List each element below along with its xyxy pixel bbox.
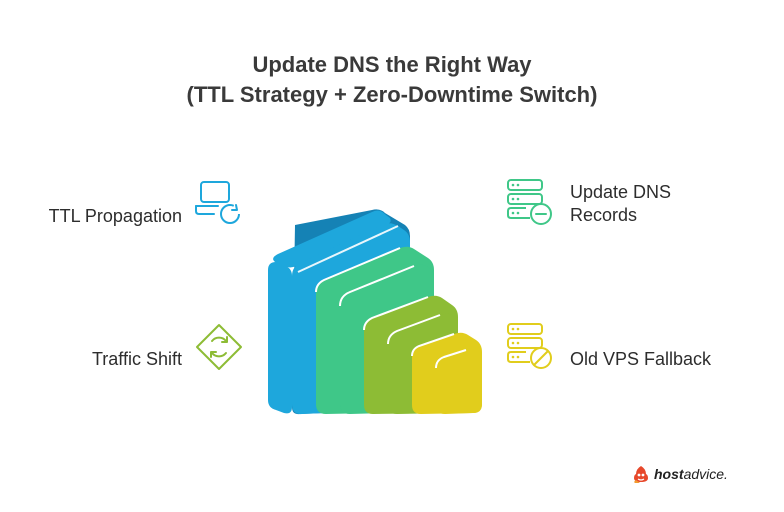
brand-logo: hostadvice. <box>632 462 728 486</box>
title-line-2: (TTL Strategy + Zero-Downtime Switch) <box>186 82 598 107</box>
laptop-refresh-icon <box>195 181 240 224</box>
brand-regular-text: advice. <box>683 466 728 482</box>
brand-bold-text: host <box>654 466 684 482</box>
label-update-dns-records: Update DNS Records <box>570 181 671 227</box>
yellow-block <box>411 332 482 414</box>
label-update-dns-line-2: Records <box>570 205 638 225</box>
page-title: Update DNS the Right Way (TTL Strategy +… <box>0 50 784 110</box>
label-ttl-propagation: TTL Propagation <box>48 206 182 226</box>
brand-wordmark: hostadvice. <box>654 466 728 482</box>
label-traffic-shift: Traffic Shift <box>91 349 182 369</box>
label-old-vps-fallback: Old VPS Fallback <box>570 349 712 369</box>
server-blocked-icon <box>507 323 552 369</box>
label-update-dns-line-1: Update DNS <box>570 182 672 202</box>
server-minus-icon <box>507 179 552 225</box>
title-line-1: Update DNS the Right Way <box>252 52 532 77</box>
diamond-cycle-icon <box>196 324 242 370</box>
hostadvice-logo-icon <box>634 466 648 483</box>
